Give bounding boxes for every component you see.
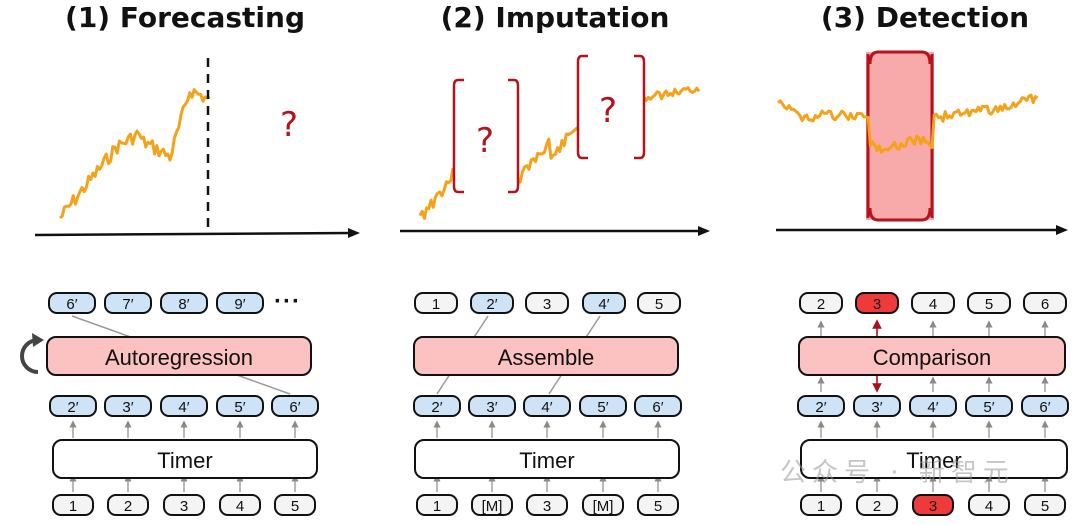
- detection-hidden-token: 3′: [853, 395, 901, 417]
- forecast-hidden-token: 4′: [160, 395, 208, 417]
- imputation-hidden-token: 5′: [579, 395, 627, 417]
- anomaly-bracket-bottom: [868, 207, 932, 222]
- detection-axis-arrowhead: [1056, 225, 1068, 235]
- forecast-hidden-token: 6′: [271, 395, 319, 417]
- forecast-ellipsis: ···: [274, 288, 301, 315]
- detection-input-token-anomaly: 3: [912, 494, 954, 516]
- timer-encoder-block: Timer: [52, 439, 318, 479]
- forecast-hidden-token: 5′: [216, 395, 264, 417]
- detection-output-token: 6: [1023, 292, 1067, 314]
- detection-hidden-token: 6′: [1021, 395, 1069, 417]
- imputation-hidden-token: 6′: [634, 395, 682, 417]
- imputation-gap-bracket-right-2: [634, 54, 646, 160]
- forecast-input-token: 2: [107, 494, 149, 516]
- imputation-output-token: 2′: [470, 292, 514, 314]
- imputation-hidden-token: 4′: [523, 395, 571, 417]
- panel-forecasting: (1) Forecasting ?: [0, 0, 360, 524]
- detection-input-token: 5: [1024, 494, 1066, 516]
- forecast-hidden-token: 2′: [49, 395, 97, 417]
- autoregression-block: Autoregression: [46, 336, 312, 376]
- assemble-block: Assemble: [413, 336, 679, 376]
- forecast-series-line: [59, 88, 211, 220]
- imputation-series-line-segment-1: [418, 168, 455, 220]
- forecasting-plot: ?: [34, 58, 360, 238]
- detection-input-token: 1: [800, 494, 842, 516]
- detection-input-token: 4: [968, 494, 1010, 516]
- imputation-input-token: 5: [637, 494, 679, 516]
- imputation-input-token-masked: [M]: [582, 494, 624, 516]
- detection-hidden-token: 2′: [797, 395, 845, 417]
- forecast-question-mark: ?: [280, 105, 298, 145]
- watermark: 公众号 · 新智元: [780, 458, 1015, 488]
- imputation-series-line-segment-2: [517, 126, 579, 184]
- detection-output-token: 4: [911, 292, 955, 314]
- imputation-hidden-token: 3′: [468, 395, 516, 417]
- detection-plot: [776, 50, 1068, 235]
- forecast-output-token: 6′: [48, 292, 96, 314]
- panel-title-imputation: (2) Imputation: [440, 1, 670, 34]
- imputation-gap-bracket-left-2: [576, 54, 588, 160]
- forecast-output-token: 9′: [216, 292, 264, 314]
- imputation-axis-arrowhead: [698, 226, 710, 236]
- forecast-time-axis: [34, 231, 353, 237]
- imputation-gap-bracket-right-1: [508, 78, 520, 194]
- imputation-gap-bracket-left-1: [452, 78, 464, 194]
- imputation-output-token: 3: [525, 292, 569, 314]
- imputation-plot: ? ?: [400, 54, 710, 236]
- forecast-output-token: 7′: [104, 292, 152, 314]
- panel-title-forecasting: (1) Forecasting: [65, 1, 305, 34]
- detection-input-token: 2: [856, 494, 898, 516]
- detection-output-token: 5: [967, 292, 1011, 314]
- timer-encoder-block: Timer: [800, 439, 1068, 479]
- forecast-output-token: 8′: [160, 292, 208, 314]
- detection-hidden-token: 4′: [909, 395, 957, 417]
- forecast-hidden-token: 3′: [104, 395, 152, 417]
- imputation-input-token: 3: [526, 494, 568, 516]
- imputation-question-mark-2: ?: [599, 91, 617, 131]
- timer-encoder-block: Timer: [414, 439, 680, 479]
- forecast-input-token: 4: [219, 494, 261, 516]
- panel-detection: (3) Detection: [770, 0, 1070, 524]
- detection-output-token: 2: [799, 292, 843, 314]
- forecast-input-token: 3: [163, 494, 205, 516]
- imputation-input-token-masked: [M]: [471, 494, 513, 516]
- forecast-input-token: 5: [274, 494, 316, 516]
- panel-title-detection: (3) Detection: [820, 1, 1030, 34]
- detection-output-token-anomaly: 3: [855, 292, 899, 314]
- imputation-output-token: 5: [637, 292, 681, 314]
- imputation-question-mark-1: ?: [476, 121, 494, 161]
- comparison-block: Comparison: [798, 336, 1066, 376]
- anomaly-highlight-region: [866, 52, 934, 220]
- imputation-input-token: 1: [416, 494, 458, 516]
- imputation-hidden-token: 2′: [413, 395, 461, 417]
- imputation-series-line-segment-3: [642, 86, 701, 103]
- forecast-axis-arrowhead: [348, 228, 360, 238]
- detection-series-line: [777, 93, 1039, 154]
- detection-hidden-token: 5′: [965, 395, 1013, 417]
- forecast-input-token: 1: [52, 494, 94, 516]
- panel-imputation: (2) Imputation ? ?: [390, 0, 720, 524]
- anomaly-bracket-top: [868, 50, 932, 65]
- imputation-output-token: 4′: [582, 292, 626, 314]
- imputation-output-token: 1: [414, 292, 458, 314]
